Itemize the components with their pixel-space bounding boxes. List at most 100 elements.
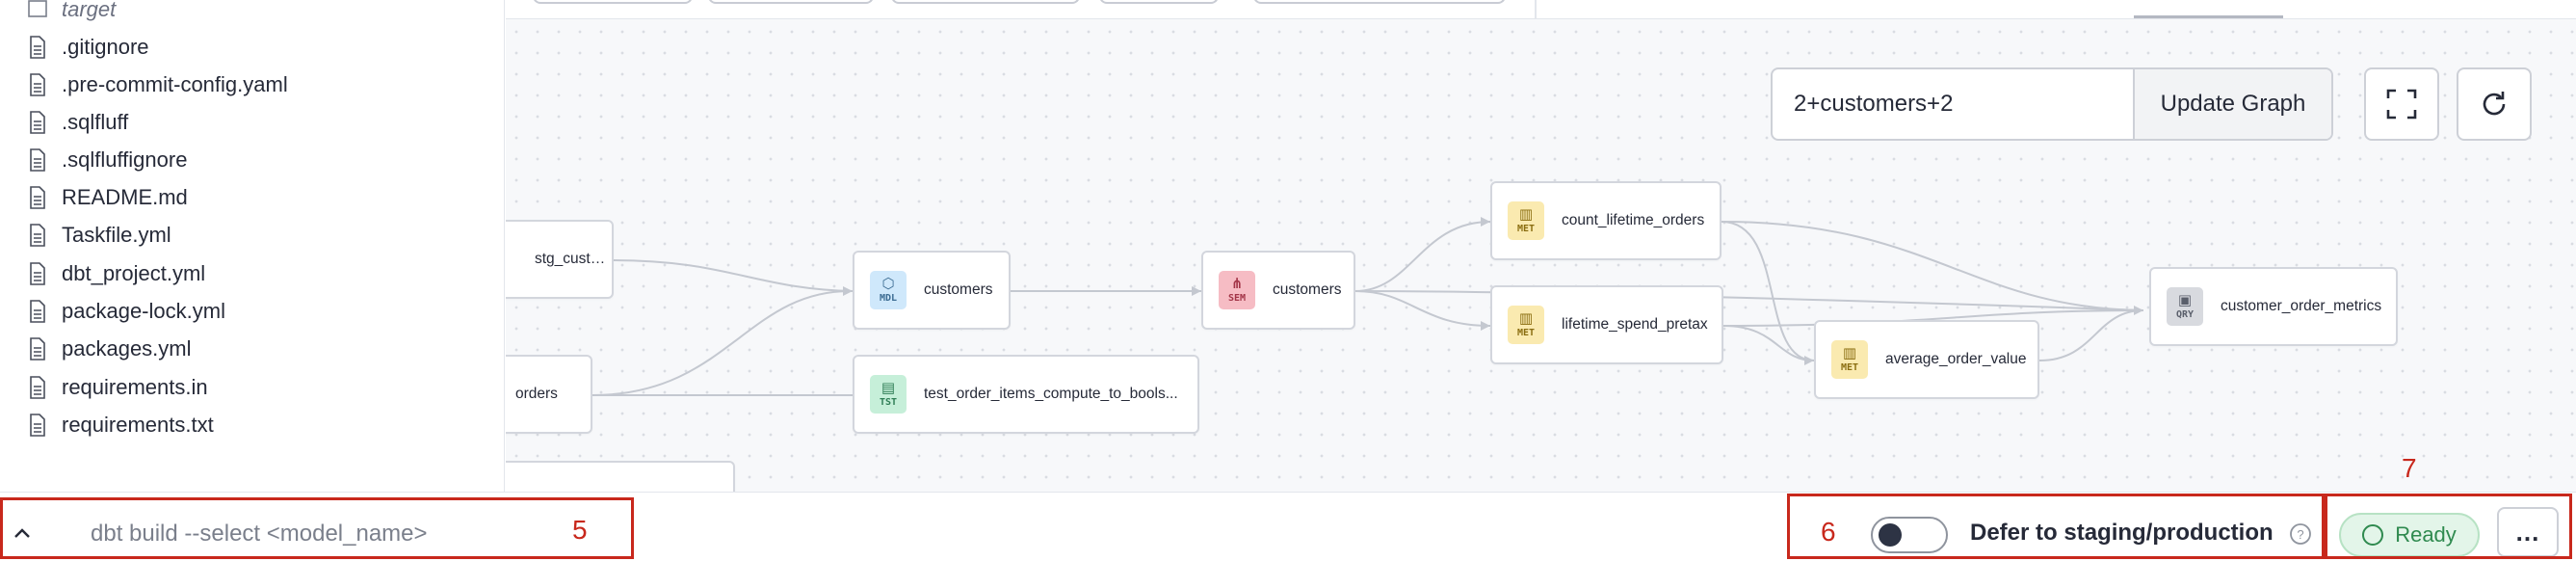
node-label: test_order_items_compute_to_bools... [924, 386, 1178, 402]
node-partial[interactable] [506, 461, 735, 492]
model-badge: ⬡MDL [870, 271, 907, 309]
tree-item-readme[interactable]: README.md [27, 180, 188, 215]
node-test-order-items[interactable]: ▤TST test_order_items_compute_to_bools..… [853, 355, 1199, 434]
file-icon [30, 73, 45, 96]
edge [1354, 290, 2144, 311]
edge-arrow [1481, 217, 1490, 227]
file-icon [30, 376, 45, 399]
fullscreen-button[interactable] [2364, 67, 2439, 141]
collapse-panel-button[interactable] [6, 509, 39, 557]
tree-item-sqlfluff[interactable]: .sqlfluff [27, 105, 128, 140]
tree-item-label: requirements.in [62, 375, 208, 399]
status-badge: Ready [2339, 513, 2480, 557]
file-explorer-sidebar: target .gitignore .pre-commit-config.yam… [0, 0, 505, 492]
node-stg-customers[interactable]: stg_customers [506, 220, 614, 299]
semantic-badge: ⋔SEM [1219, 271, 1255, 309]
edge [1721, 221, 1815, 361]
node-customer-order-metrics[interactable]: ▣QRY customer_order_metrics [2149, 267, 2398, 346]
graph-selector: Update Graph [1771, 67, 2333, 141]
tree-item-label: target [62, 0, 117, 21]
badge-text: MET [1840, 362, 1859, 373]
tree-item-label: .gitignore [62, 35, 149, 59]
badge-text: TST [879, 397, 898, 408]
lineage-edges [591, 217, 2144, 396]
query-badge: ▣QRY [2167, 287, 2203, 326]
toggle-knob [1879, 523, 1902, 547]
node-customers-semantic[interactable]: ⋔SEM customers [1201, 251, 1355, 330]
node-lifetime-spend-pretax[interactable]: ▥MET lifetime_spend_pretax [1490, 285, 1723, 364]
edge-arrow [1804, 356, 1814, 365]
tree-item-label: requirements.txt [62, 413, 214, 437]
tree-item-label: .sqlfluff [62, 110, 129, 134]
tree-item-gitignore[interactable]: .gitignore [27, 30, 149, 65]
refresh-icon [2483, 92, 2506, 116]
tree-item-dbt-project[interactable]: dbt_project.yml [27, 256, 205, 291]
chevron-up-icon [14, 528, 30, 538]
node-label: customers [924, 281, 993, 298]
metric-badge: ▥MET [1508, 306, 1544, 344]
help-icon[interactable]: ? [2289, 522, 2312, 546]
node-label: orders [515, 386, 558, 402]
node-label: customers [1273, 281, 1342, 298]
tree-item-label: dbt_project.yml [62, 261, 206, 285]
refresh-button[interactable] [2457, 67, 2532, 141]
edge [1354, 290, 1491, 327]
file-icon [30, 224, 45, 247]
bar-chart-icon: ▥ [1518, 309, 1534, 327]
tree-item-taskfile[interactable]: Taskfile.yml [27, 218, 171, 253]
node-orders[interactable]: orders [506, 355, 592, 434]
defer-toggle[interactable] [1871, 517, 1948, 553]
edge [1722, 325, 1815, 361]
more-options-button[interactable]: ... [2497, 507, 2559, 557]
tree-item-requirements-txt[interactable]: requirements.txt [27, 408, 214, 442]
edge-arrow [1192, 286, 1201, 296]
tree-item-label: Taskfile.yml [62, 223, 171, 247]
annotation-number-5: 5 [572, 515, 588, 545]
badge-text: SEM [1227, 293, 1247, 304]
tree-item-label: README.md [62, 185, 188, 209]
edge-arrow [843, 286, 853, 296]
edge [591, 289, 854, 396]
update-graph-button[interactable]: Update Graph [2133, 69, 2331, 139]
tree-item-requirements-in[interactable]: requirements.in [27, 370, 208, 405]
node-customers-model[interactable]: ⬡MDL customers [853, 251, 1011, 330]
tree-item-target-folder[interactable]: target [27, 0, 116, 27]
tree-item-packages[interactable]: packages.yml [27, 332, 192, 366]
defer-label: Defer to staging/production [1970, 520, 2274, 546]
node-label: stg_customers [535, 251, 612, 267]
node-count-lifetime-orders[interactable]: ▥MET count_lifetime_orders [1490, 181, 1722, 260]
node-label: average_order_value [1885, 351, 2027, 367]
file-icon [30, 414, 45, 437]
active-tab-indicator [2134, 15, 2283, 18]
edge [1721, 221, 2144, 311]
cube-icon: ⬡ [881, 275, 895, 292]
annotation-number-6: 6 [1821, 517, 1836, 547]
badge-text: QRY [2175, 309, 2195, 320]
fullscreen-icon [2386, 89, 2417, 120]
edge [1722, 309, 2144, 327]
edge [613, 259, 854, 292]
svg-text:?: ? [2297, 527, 2303, 542]
edge-arrow [1481, 321, 1490, 331]
metric-badge: ▥MET [1508, 201, 1544, 240]
lineage-graph-canvas[interactable]: stg_customers orders ⬡MDL customers ▤TST… [506, 0, 2576, 492]
edge [2038, 309, 2144, 361]
tree-item-package-lock[interactable]: package-lock.yml [27, 294, 225, 329]
file-icon [30, 337, 45, 361]
file-icon [30, 111, 45, 134]
file-icon [30, 186, 45, 209]
command-input[interactable] [58, 511, 539, 557]
node-label: customer_order_metrics [2221, 298, 2382, 314]
tree-item-label: package-lock.yml [62, 299, 225, 323]
node-label: count_lifetime_orders [1562, 212, 1705, 228]
node-average-order-value[interactable]: ▥MET average_order_value [1814, 320, 2039, 399]
tree-item-sqlfluffignore[interactable]: .sqlfluffignore [27, 143, 187, 177]
tree-item-pre-commit-config[interactable]: .pre-commit-config.yaml [27, 67, 288, 102]
graph-selector-input[interactable] [1773, 69, 2133, 139]
file-icon [30, 148, 45, 172]
badge-text: MET [1516, 328, 1536, 338]
test-badge: ▤TST [870, 375, 907, 414]
edge-arrow [2134, 306, 2143, 315]
bar-chart-icon: ▥ [1842, 344, 1857, 361]
file-icon [30, 36, 45, 59]
